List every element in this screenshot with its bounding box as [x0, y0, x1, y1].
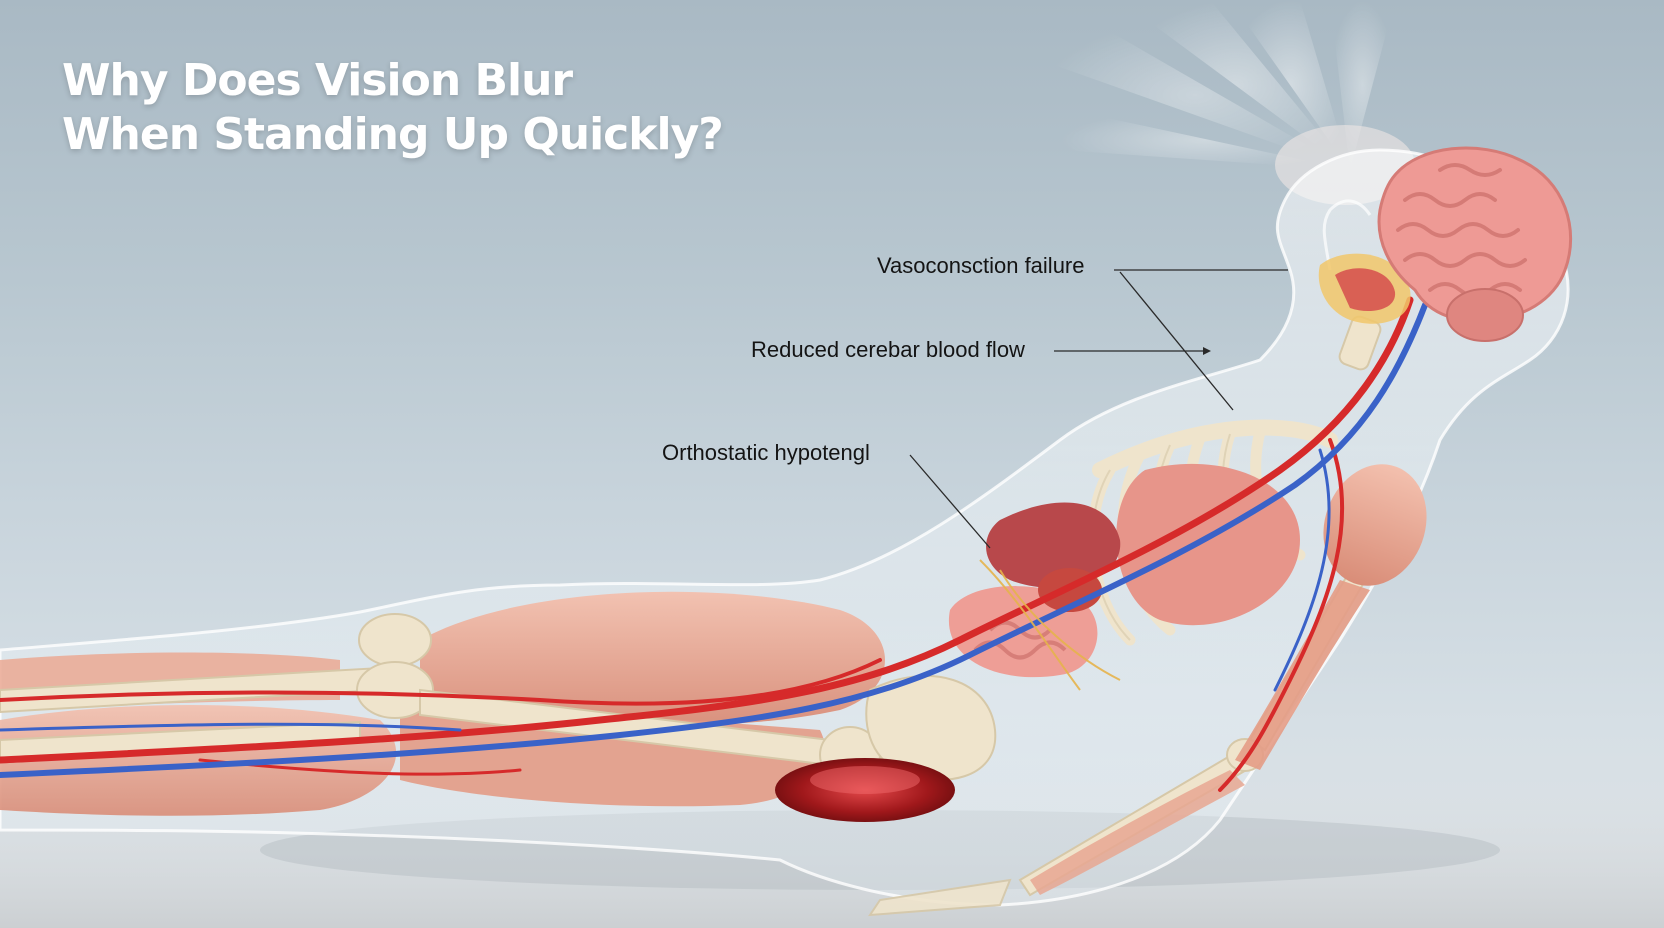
- label-orthostatic-hypotension: Orthostatic hypotengl: [662, 440, 870, 465]
- light-rays-icon: [1040, 0, 1415, 205]
- head: [1318, 199, 1411, 324]
- artery-icon: [0, 296, 1414, 792]
- page-title: Why Does Vision Blur When Standing Up Qu…: [62, 54, 724, 162]
- brain-icon: [1377, 146, 1573, 342]
- label-reduced-cerebral-blood-flow: Reduced cerebar blood flow: [751, 337, 1025, 362]
- vein-icon: [0, 302, 1428, 778]
- title-line-2: When Standing Up Quickly?: [62, 109, 724, 160]
- callout-lines: [909, 269, 1288, 549]
- label-vasoconstriction-failure: Vasoconsction failure: [877, 253, 1085, 278]
- title-line-1: Why Does Vision Blur: [62, 55, 573, 106]
